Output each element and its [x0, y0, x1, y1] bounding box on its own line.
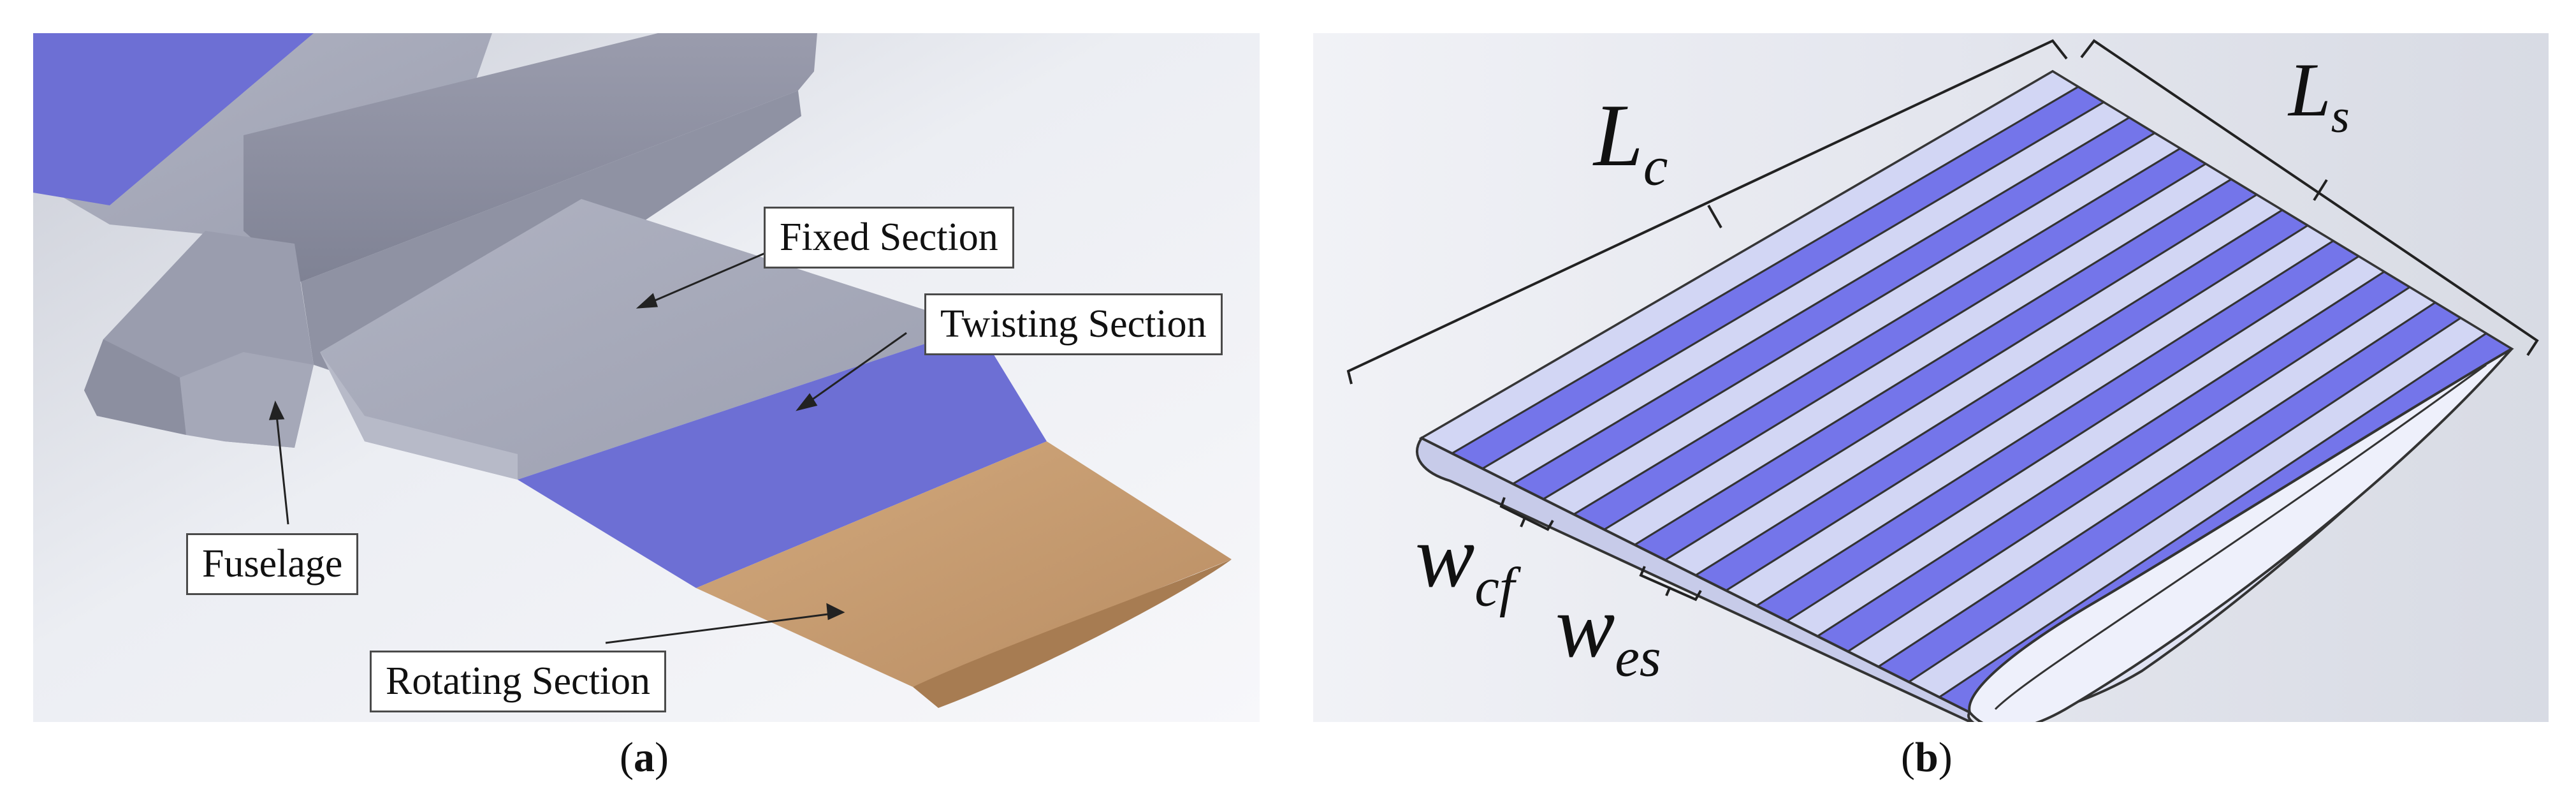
caption-a: (a) [620, 734, 669, 781]
caption-b-letter: b [1914, 734, 1939, 781]
twisting-arrow-line [797, 332, 907, 411]
fuselage-arrowhead [268, 401, 285, 420]
striped-wing-drawing [1313, 33, 2549, 722]
wing-tip-inner-line [1994, 364, 2487, 711]
label-fixed-section: Fixed Section [764, 207, 1014, 269]
fixed-arrow-line [638, 252, 766, 309]
twisting-section-surface [518, 327, 1047, 588]
wes-bracket [1639, 566, 1702, 601]
symbol-ls: Ls [2289, 47, 2350, 144]
rotating-section-tip [913, 559, 1232, 708]
rotating-arrow-line [605, 611, 843, 644]
caption-b: (b) [1901, 734, 1953, 781]
fuselage-arrow-line [274, 402, 289, 525]
wing-assembly-drawing [33, 33, 1260, 722]
label-rotating-section: Rotating Section [370, 651, 667, 713]
rotating-section-surface [696, 441, 1232, 687]
fuselage-nose-tip [84, 339, 186, 435]
caption-a-letter: a [633, 734, 655, 781]
label-fuselage: Fuselage [186, 533, 359, 596]
rotating-arrowhead [826, 603, 845, 621]
lc-bracket [1346, 39, 2068, 385]
fixed-section-surface [320, 199, 977, 480]
symbol-wcf: wcf [1415, 507, 1515, 618]
symbol-lc: Lc [1594, 86, 1668, 197]
left-wing-blue [33, 33, 314, 205]
panel-a-wing-render: Fixed Section Twisting Section Fuselage … [33, 33, 1260, 722]
fuselage-front-face [180, 352, 314, 448]
fixed-arrowhead [636, 293, 659, 309]
wcf-bracket [1499, 497, 1554, 531]
fuselage-top [244, 33, 817, 282]
symbol-wes: wes [1555, 577, 1661, 688]
panel-b-striped-wing: Lc Ls wcf wes [1313, 33, 2549, 722]
fixed-section-leading-edge [320, 352, 518, 480]
label-twisting-section: Twisting Section [924, 293, 1223, 356]
ls-bracket [2080, 39, 2539, 357]
twisting-arrowhead [796, 393, 818, 411]
wing-leading-edge [1416, 436, 1975, 722]
